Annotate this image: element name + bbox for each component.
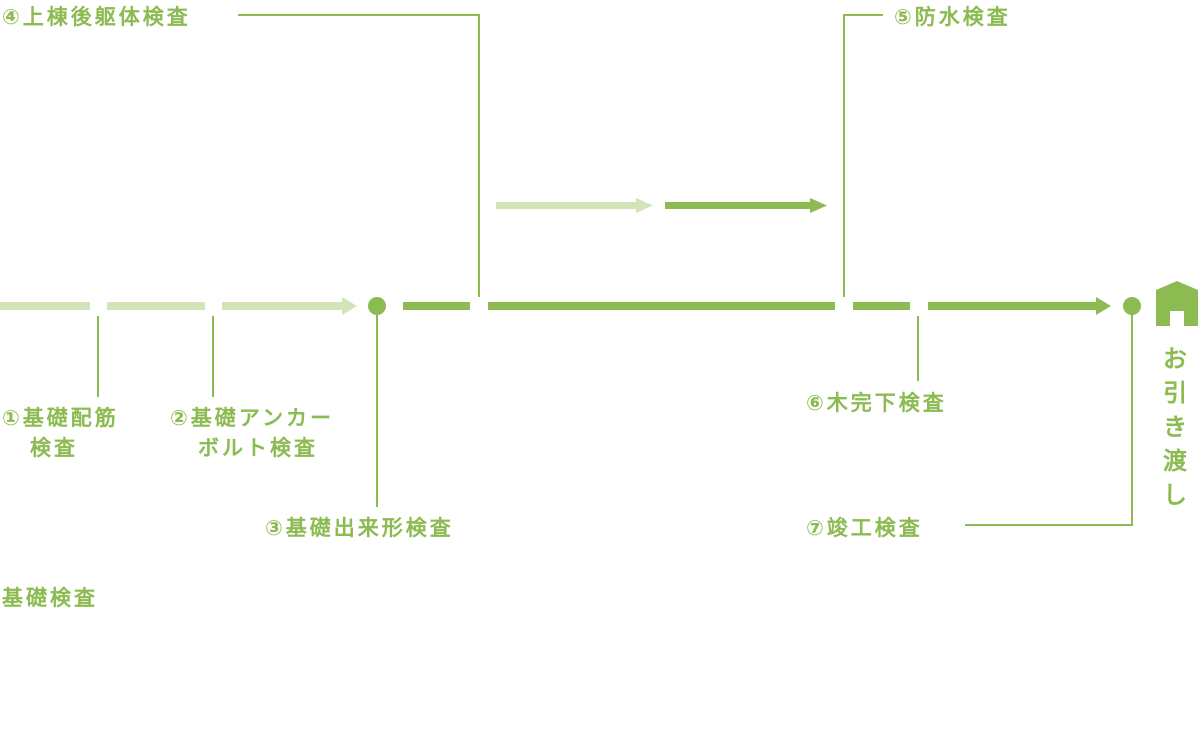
connector-step-5 [843,14,883,297]
step-3-label: ③基礎出来形検査 [265,513,454,543]
section-title: 基礎検査 [2,586,98,610]
legend-arrow-light-shaft [496,202,638,209]
step-1-number: ① [2,406,23,430]
step-7-text: 竣工検査 [826,516,923,540]
timeline-segment-dark-3 [853,302,910,310]
step-3-number: ③ [265,516,286,540]
step-6-label: ⑥木完下検査 [806,388,947,418]
timeline-segment-light-3 [222,302,344,310]
step-6-text: 木完下検査 [826,391,947,415]
step-7-number: ⑦ [806,516,827,540]
connector-step-4 [238,14,480,297]
step-5-number: ⑤ [894,5,915,29]
handover-char: し [1163,481,1187,509]
step-2-number: ② [170,406,191,430]
handover-char: き [1163,413,1187,441]
legend-arrow-dark-head [810,198,827,213]
step-4-text: 上棟後躯体検査 [22,5,191,29]
step-2-label: ②基礎アンカー ボルト検査 [170,403,334,463]
timeline-segment-dark-1 [403,302,470,310]
house-icon [1156,281,1198,326]
handover-char: お [1163,345,1187,373]
step-1-text-line-1: 基礎配筋 [22,406,119,430]
timeline-segment-dark-2 [488,302,835,310]
timeline-arrowhead-light [342,297,357,315]
step-1-text-line-2: 検査 [30,436,78,460]
step-2-text-line-2: ボルト検査 [198,436,318,460]
step-3-text: 基礎出来形検査 [285,516,454,540]
step-6-number: ⑥ [806,391,827,415]
timeline-arrowhead-dark [1096,297,1111,315]
handover-char: 渡 [1163,447,1187,475]
step-1-label: ①基礎配筋 検査 [2,403,119,463]
timeline-segment-dark-4 [928,302,1098,310]
timeline-segment-light-2 [107,302,205,310]
step-4-number: ④ [2,5,23,29]
step-5-label: ⑤防水検査 [894,2,1011,32]
step-5-text: 防水検査 [914,5,1011,29]
handover-label: お 引 き 渡 し [1160,342,1190,512]
timeline-segment-light-1 [0,302,90,310]
step-2-text-line-1: 基礎アンカー [190,406,334,430]
legend-arrow-light-head [636,198,653,213]
connector-step-7 [965,306,1133,526]
handover-char: 引 [1163,379,1187,407]
step-7-label: ⑦竣工検査 [806,513,923,543]
legend-arrow-dark-shaft [665,202,812,209]
step-4-label: ④上棟後躯体検査 [2,2,191,32]
